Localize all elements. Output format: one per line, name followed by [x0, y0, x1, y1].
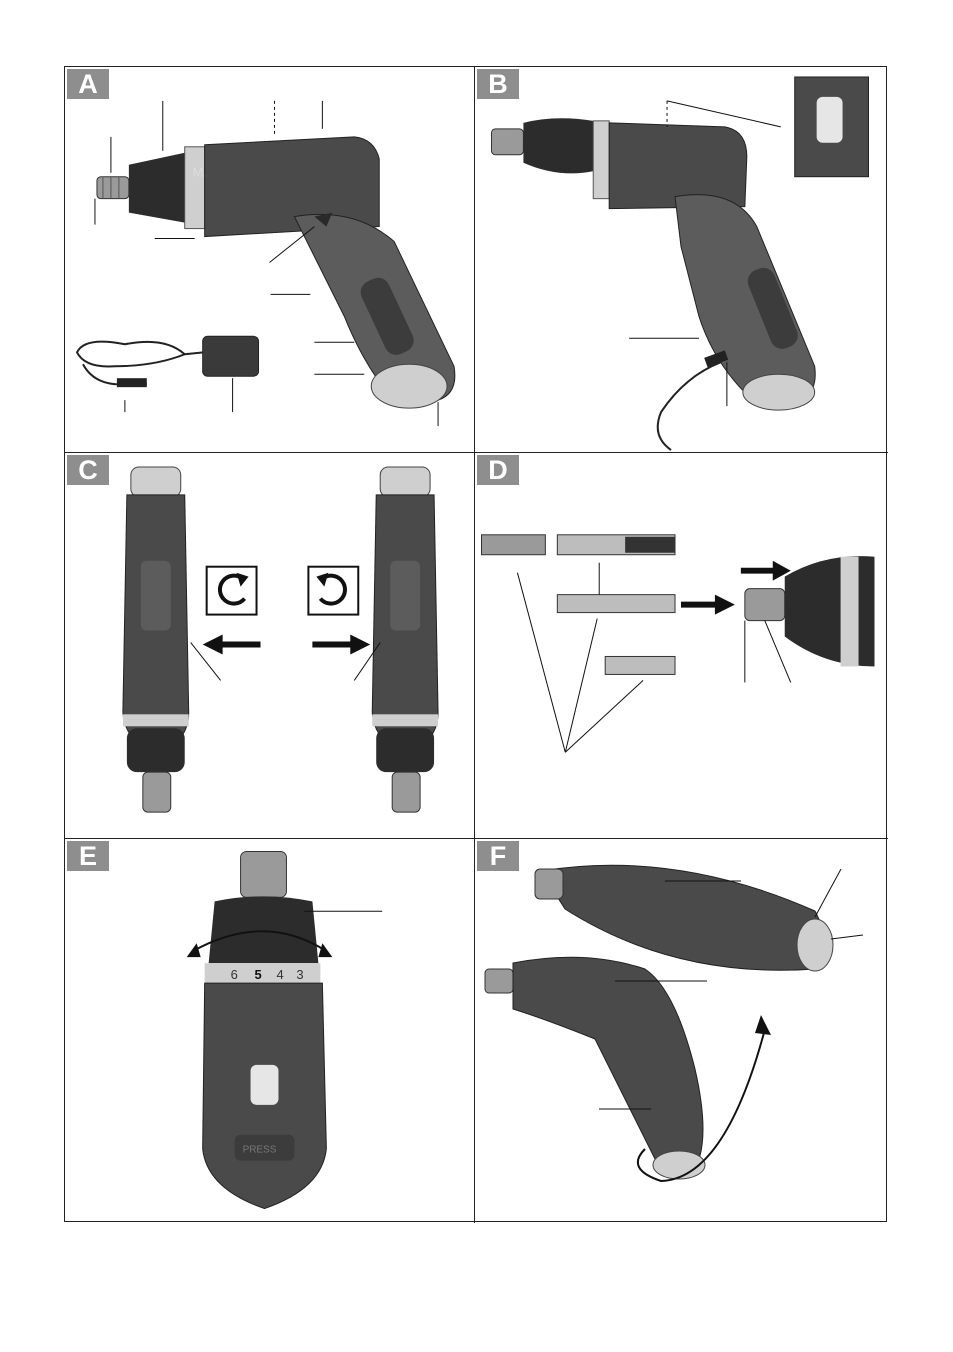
panel-letter: E [67, 841, 109, 871]
panel-letter: F [477, 841, 519, 871]
panel-letter: C [67, 455, 109, 485]
counterclockwise-arrow-icon [205, 565, 258, 616]
panel-letter: B [477, 69, 519, 99]
panel-f: F [475, 839, 888, 1223]
folding-handle-illustration [484, 864, 864, 1183]
panel-c: C [65, 453, 475, 839]
panel-letter: A [67, 69, 109, 99]
arrow-icon [681, 560, 791, 615]
figure-sheet: A MAX [64, 66, 888, 1223]
panel-a: A MAX [65, 67, 475, 453]
panel-e: E 6 5 4 3 PRESS [65, 839, 475, 1223]
torque-dial-numbers: 6 5 4 3 [231, 967, 304, 982]
torque-setting-illustration: 6 5 4 3 PRESS [186, 850, 383, 1210]
torque-number: 6 [231, 967, 238, 982]
screwdriver-charging-illustration [490, 76, 870, 451]
bit-insertion-illustration [481, 534, 875, 753]
panel-letter: D [477, 455, 519, 485]
arrow-icon [202, 634, 371, 655]
press-label: PRESS [243, 1145, 277, 1156]
cordless-screwdriver-illustration: MAX [75, 100, 456, 427]
clockwise-arrow-icon [307, 565, 360, 616]
panel-d: D [475, 453, 888, 839]
torque-number: 5 [255, 967, 262, 982]
torque-number: 3 [296, 967, 303, 982]
torque-number: 4 [276, 967, 283, 982]
direction-switch-illustration [122, 466, 439, 813]
panel-b: B [475, 67, 888, 453]
